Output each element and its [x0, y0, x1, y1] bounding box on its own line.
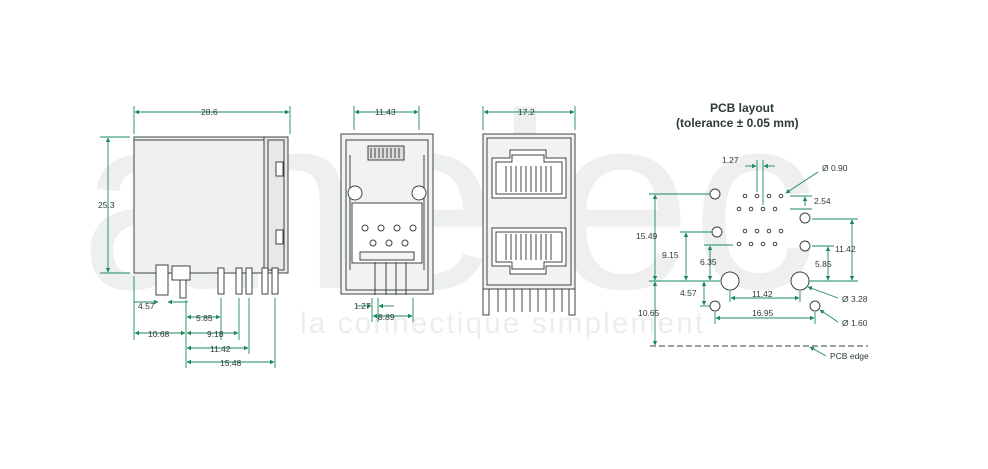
side-dim-11-42: 11.42 — [210, 344, 231, 354]
side-latch-top — [275, 161, 284, 177]
pcb-height-15-49: 15.49 — [636, 231, 658, 241]
rear-view — [482, 133, 576, 316]
pcb-subtitle: (tolerance ± 0.05 mm) — [676, 116, 799, 130]
pcb-height-4-57: 4.57 — [680, 288, 697, 298]
pcb-peg-hole-large — [790, 271, 810, 291]
front-view-dimensions — [353, 106, 420, 322]
front-dim-8-89: 8.89 — [378, 312, 395, 322]
side-dim-9-18: 9.18 — [207, 329, 224, 339]
side-pin — [245, 267, 253, 295]
pcb-height-10-65: 10.65 — [638, 308, 660, 318]
front-led-left — [347, 185, 363, 201]
rear-width-label: 17.2 — [518, 107, 535, 117]
side-dim-10-68: 10.68 — [148, 329, 170, 339]
front-width-label: 11.43 — [375, 107, 396, 117]
side-view — [133, 136, 289, 299]
front-led-right — [411, 185, 427, 201]
pcb-mounting-hole — [711, 226, 723, 238]
side-body — [133, 136, 289, 274]
pcb-mounting-hole — [799, 212, 811, 224]
pcb-span-11-42-right: 11.42 — [835, 244, 856, 254]
pcb-span-16-95: 16.95 — [752, 308, 774, 318]
front-view — [340, 133, 434, 295]
side-pin — [271, 267, 279, 295]
pcb-height-6-35: 6.35 — [700, 257, 717, 267]
side-dim-15-48: 15.48 — [220, 358, 242, 368]
pcb-pin-dia-label: Ø 0.90 — [822, 163, 848, 173]
watermark-tagline: la connectique simplement — [300, 307, 705, 340]
pcb-hole-3-28: Ø 3.28 — [842, 294, 868, 304]
pcb-edge-label: PCB edge — [830, 351, 869, 361]
pcb-peg-hole-small — [809, 300, 821, 312]
pcb-height-9-15: 9.15 — [662, 250, 679, 260]
pcb-row-gap-label: 2.54 — [814, 196, 831, 206]
pcb-span-11-42-bottom: 11.42 — [752, 289, 773, 299]
rear-view-dimensions — [482, 106, 576, 130]
side-dim-5-85: 5.85 — [196, 313, 213, 323]
side-dim-4-57: 4.57 — [138, 301, 155, 311]
side-latch-bottom — [275, 229, 284, 245]
pcb-peg-hole-small — [709, 300, 721, 312]
side-pin — [235, 267, 243, 295]
pcb-hole-1-60: Ø 1.60 — [842, 318, 868, 328]
pcb-span-5-85: 5.85 — [815, 259, 832, 269]
side-view-dimensions — [100, 106, 291, 368]
pcb-dimensions — [649, 160, 858, 357]
pcb-title: PCB layout — [710, 101, 774, 115]
side-pin — [261, 267, 269, 295]
pcb-mounting-hole — [799, 240, 811, 252]
pcb-mounting-hole — [709, 188, 721, 200]
side-width-label: 28.6 — [201, 107, 218, 117]
side-pin — [217, 267, 225, 295]
front-dim-1-27: 1.27 — [354, 301, 371, 311]
pcb-pitch-label: 1.27 — [722, 155, 739, 165]
side-peg — [155, 264, 169, 296]
side-height-label: 25.3 — [98, 200, 115, 210]
pcb-peg-hole-large — [720, 271, 740, 291]
